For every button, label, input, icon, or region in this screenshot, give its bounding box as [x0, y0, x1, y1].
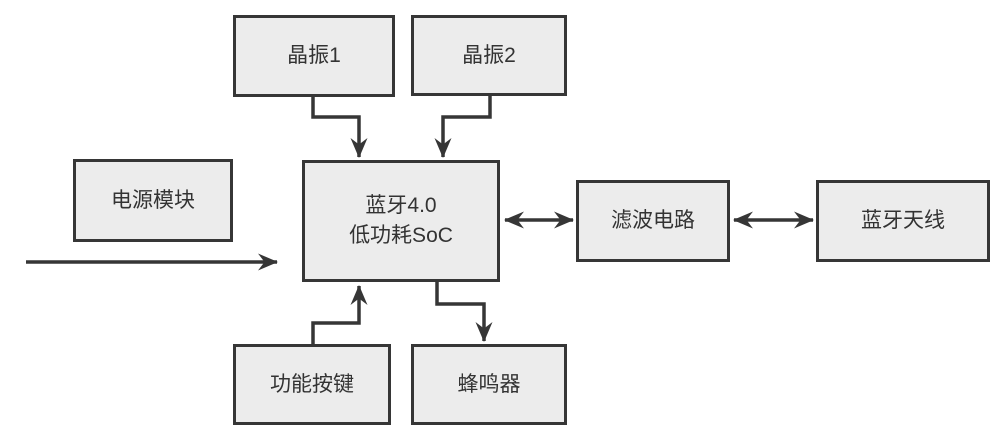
- node-label: 晶振1: [287, 44, 341, 67]
- edge-crystal2-to-soc: [434, 96, 492, 158]
- node-filter-circuit: 滤波电路: [576, 180, 730, 262]
- node-label-line1: 蓝牙4.0: [365, 194, 437, 217]
- edge-crystal1-to-soc: [311, 97, 368, 158]
- node-crystal-oscillator-1: 晶振1: [233, 15, 395, 97]
- edge-soc-to-buzzer: [435, 282, 493, 342]
- node-label: 功能按键: [270, 372, 354, 396]
- node-bluetooth-soc: 蓝牙4.0 低功耗SoC: [302, 160, 500, 282]
- node-function-buttons: 功能按键: [233, 344, 391, 425]
- node-label: 电源模块: [111, 188, 195, 212]
- edge-buttons-to-soc: [311, 285, 368, 344]
- node-label-line2: 低功耗SoC: [349, 224, 453, 247]
- node-label: 蜂鸣器: [457, 372, 521, 396]
- node-label: 蓝牙天线: [861, 209, 945, 232]
- node-power-module: 电源模块: [73, 159, 233, 242]
- node-bluetooth-antenna: 蓝牙天线: [816, 180, 990, 262]
- node-label: 晶振2: [462, 43, 516, 67]
- node-buzzer: 蜂鸣器: [411, 344, 567, 425]
- node-crystal-oscillator-2: 晶振2: [411, 15, 567, 96]
- node-label: 滤波电路: [611, 209, 695, 232]
